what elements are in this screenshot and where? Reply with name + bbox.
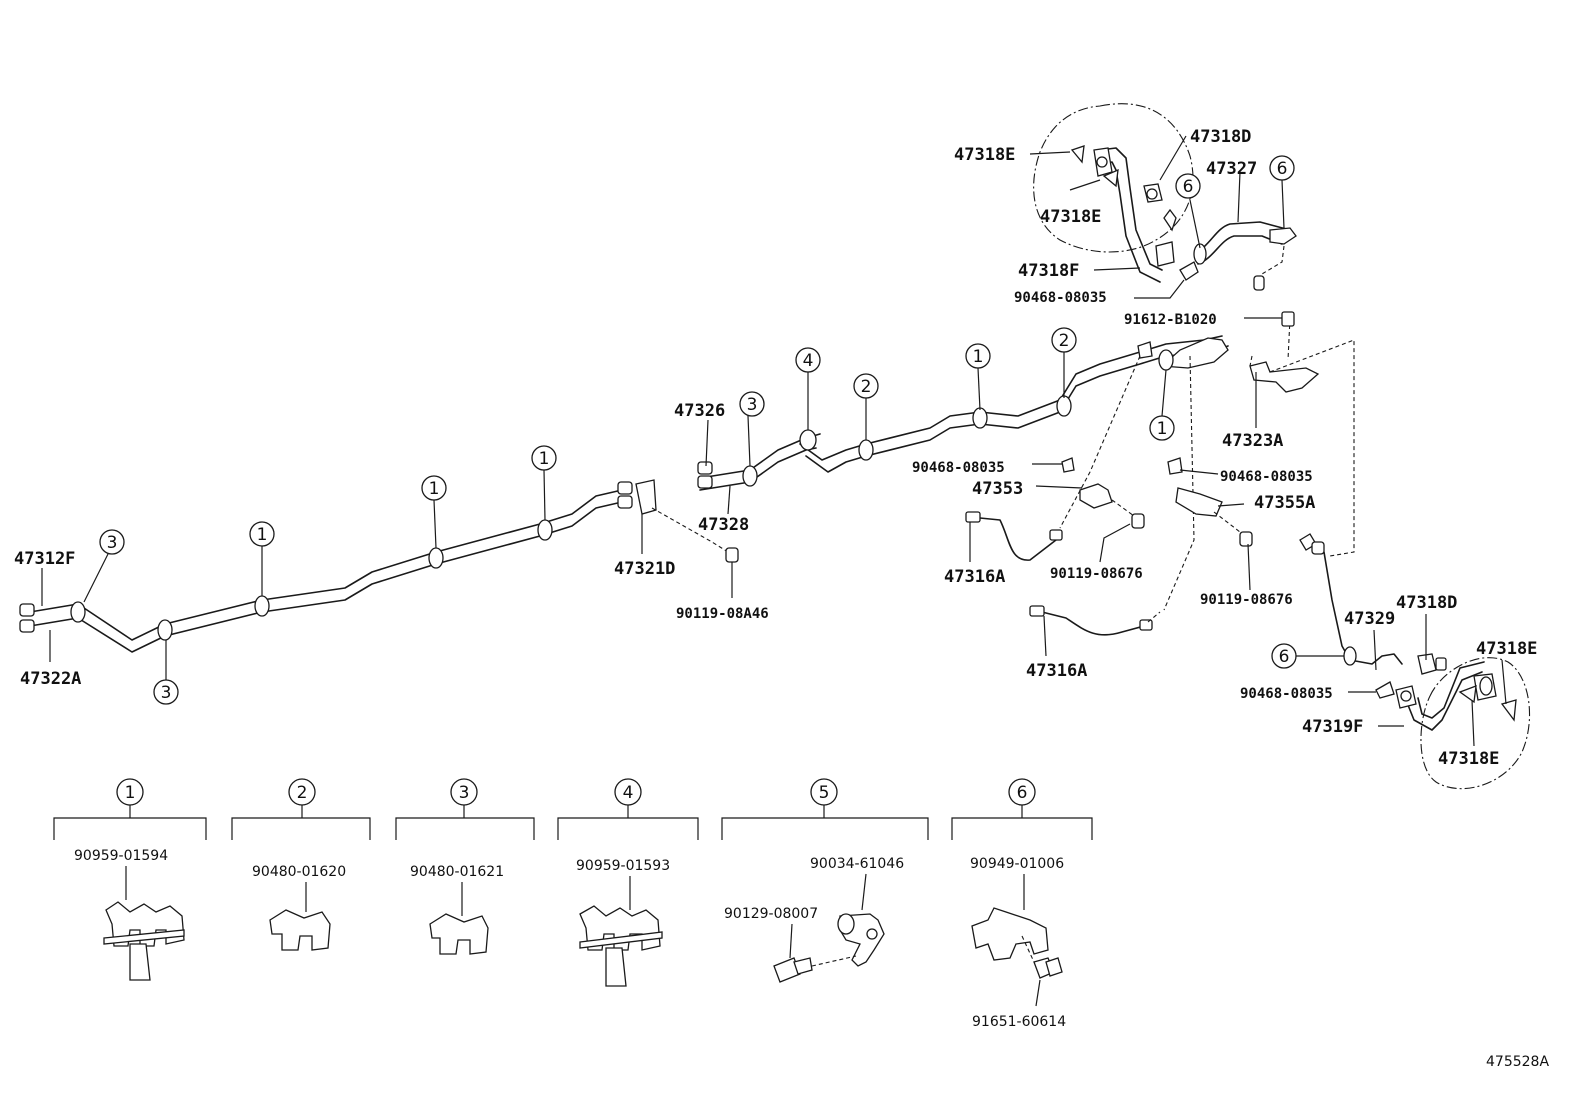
svg-text:4: 4 [803,351,814,371]
svg-text:2: 2 [297,783,308,803]
clip-group-1: 1 90959-01594 [53,778,207,981]
clip-part-90949-01006: 90949-01006 [970,856,1064,872]
callout-2-a: 2 [1051,327,1077,353]
bottom-right-assembly [1299,533,1531,790]
label-47328: 47328 [698,515,749,535]
center-brake-tube [699,335,1229,491]
clip-group-2: 2 90480-01620 [231,778,371,951]
callout-1-b: 1 [1149,415,1175,441]
svg-text:1: 1 [429,479,440,499]
clip-part-90959-01593: 90959-01593 [576,858,670,874]
label-47316A-1: 47316A [944,567,1005,587]
label-47323A: 47323A [1222,431,1283,451]
svg-text:1: 1 [539,449,550,469]
label-47353: 47353 [972,479,1023,499]
callout-1-e: 1 [249,521,275,547]
svg-text:6: 6 [1183,177,1194,197]
clip-legend: 1 90959-01594 2 90480-01620 3 90480-0162… [53,778,1093,1030]
label-90468-mid: 90468-08035 [912,460,1005,476]
label-47355A: 47355A [1254,493,1315,513]
callout-6-a: 6 [1175,173,1201,199]
figure-code: 475528A [1486,1054,1549,1070]
label-47318E-top: 47318E [954,145,1015,165]
svg-text:1: 1 [125,783,136,803]
svg-text:6: 6 [1279,647,1290,667]
label-47316A-2: 47316A [1026,661,1087,681]
label-47322A: 47322A [20,669,81,689]
clip-part-90480-01620: 90480-01620 [252,864,346,880]
middle-brackets [965,341,1253,636]
callout-1-d: 1 [421,475,447,501]
top-right-assembly [1033,103,1297,291]
callout-3-b: 3 [99,529,125,555]
label-47318E-low1: 47318E [1476,639,1537,659]
clip-part-90480-01621: 90480-01621 [410,864,504,880]
tube-fittings [19,461,713,633]
callout-3-a: 3 [739,391,765,417]
clip-group-3: 3 90480-01621 [395,778,535,955]
svg-text:2: 2 [1059,331,1070,351]
label-90468-right: 90468-08035 [1220,469,1313,485]
svg-text:3: 3 [107,533,118,553]
svg-text:4: 4 [623,783,634,803]
label-90119-08676-a: 90119-08676 [1050,566,1143,582]
main-brake-tube [29,489,623,653]
svg-text:3: 3 [161,683,172,703]
svg-text:1: 1 [257,525,268,545]
svg-text:1: 1 [1157,419,1168,439]
label-90468-low: 90468-08035 [1240,686,1333,702]
label-47319F: 47319F [1302,717,1363,737]
label-47326: 47326 [674,401,725,421]
clip-part-91651-60614: 91651-60614 [972,1014,1066,1030]
svg-text:2: 2 [861,377,872,397]
pipe-clips [70,349,1174,641]
callout-2-b: 2 [853,373,879,399]
label-47318E-low2: 47318E [1438,749,1499,769]
svg-text:6: 6 [1017,783,1028,803]
callout-6-b: 6 [1269,155,1295,181]
callout-3-c: 3 [153,679,179,705]
leader-lines [41,135,1507,747]
callout-markers: 6 6 1 2 4 2 1 3 1 1 1 3 3 6 [83,155,1297,705]
bracket-47323A [1163,311,1355,611]
clip-part-90034-61046: 90034-61046 [810,856,904,872]
clip-part-90129-08007: 90129-08007 [724,906,818,922]
svg-text:3: 3 [459,783,470,803]
svg-text:5: 5 [819,783,830,803]
part-labels: 47318E 47318D 47327 47318E 47318F 90468-… [14,127,1537,769]
label-91612: 91612-B1020 [1124,312,1217,328]
label-47329: 47329 [1344,609,1395,629]
label-47318E-mid: 47318E [1040,207,1101,227]
callout-4-a: 4 [795,347,821,373]
callout-6-c: 6 [1271,643,1297,669]
svg-text:3: 3 [747,395,758,415]
label-90468-top: 90468-08035 [1014,290,1107,306]
label-47318D-top: 47318D [1190,127,1251,147]
svg-text:6: 6 [1277,159,1288,179]
label-47318F: 47318F [1018,261,1079,281]
callout-1-a: 1 [965,343,991,369]
clip-group-5: 5 90034-61046 90129-08007 [721,778,929,983]
label-90119-08A46: 90119-08A46 [676,606,769,622]
label-47312F: 47312F [14,549,75,569]
clip-group-6: 6 90949-01006 91651-60614 [951,778,1093,1030]
callout-1-c: 1 [531,445,557,471]
label-47318D-low: 47318D [1396,593,1457,613]
label-47327: 47327 [1206,159,1257,179]
label-90119-08676-b: 90119-08676 [1200,592,1293,608]
clip-group-4: 4 90959-01593 [557,778,699,987]
clip-part-90959-01594: 90959-01594 [74,848,168,864]
svg-text:1: 1 [973,347,984,367]
label-47321D: 47321D [614,559,675,579]
